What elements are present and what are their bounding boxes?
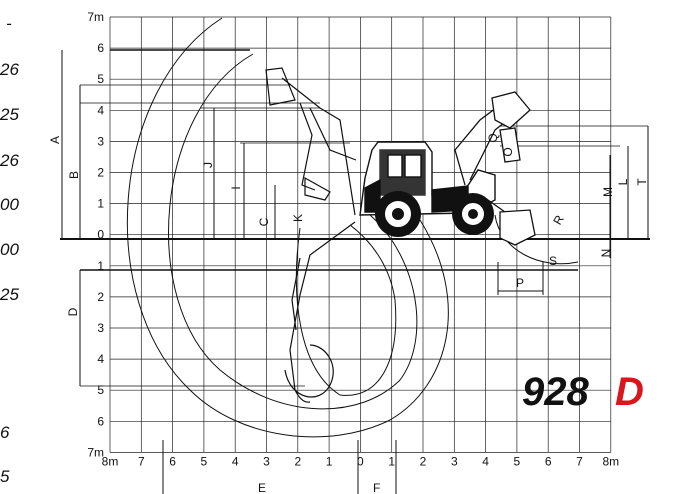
- dim-label-n: N: [599, 249, 613, 258]
- dimension-letters: A B C D E F I J K L M N O P Q R S T: [48, 133, 649, 494]
- backhoe-arm-raised: [265, 67, 357, 216]
- inner-reach-arc: [295, 224, 397, 396]
- dim-label-c: C: [257, 217, 271, 226]
- dim-label-p: P: [516, 276, 524, 290]
- dim-label-s: S: [549, 254, 557, 268]
- y-axis-tick-label: 5: [97, 72, 104, 86]
- y-axis-tick-label: 6: [97, 41, 104, 55]
- x-axis-tick-label: 3: [263, 454, 270, 468]
- dim-label-e: E: [258, 481, 266, 494]
- x-axis-tick-label: 6: [545, 454, 552, 468]
- margin-value: 26: [0, 60, 19, 79]
- y-axis-tick-label: 7m: [87, 445, 104, 459]
- margin-value: 6: [0, 423, 10, 442]
- dim-label-j: J: [201, 162, 215, 168]
- reach-arcs: [126, 17, 579, 438]
- margin-value: 00: [0, 195, 19, 214]
- logo-model-suffix: D: [615, 370, 644, 414]
- x-axis-tick-label: 3: [451, 454, 458, 468]
- dim-label-r: R: [550, 212, 567, 227]
- x-axis-tick-label: 2: [420, 454, 427, 468]
- dimension-arrows: [61, 50, 649, 494]
- margin-value: 25: [0, 105, 19, 124]
- dim-label-f: F: [373, 481, 380, 494]
- x-axis-labels: 8m 7 6 5 4 3 2 1 0 1 2 3 4 5 6 7 8m: [102, 454, 619, 468]
- front-loader-lowered: [487, 199, 536, 246]
- backhoe-arm-digging: [284, 221, 356, 403]
- left-margin-values: - 26 25 26 00 00 25 6 5: [0, 14, 19, 486]
- front-loader-raised: [454, 91, 531, 186]
- margin-value: 26: [0, 151, 19, 170]
- x-axis-tick-label: 8m: [102, 454, 119, 468]
- dim-label-l: L: [616, 178, 630, 185]
- front-wheel: [452, 193, 494, 235]
- margin-value: 5: [0, 467, 10, 486]
- y-axis-tick-label: 4: [97, 352, 104, 366]
- x-axis-tick-label: 7: [576, 454, 583, 468]
- margin-value: 25: [0, 285, 19, 304]
- y-axis-tick-label: 3: [97, 134, 104, 148]
- x-axis-tick-label: 1: [326, 454, 333, 468]
- x-axis-tick-label: 7: [138, 454, 145, 468]
- y-axis-tick-label: 2: [97, 166, 104, 180]
- x-axis-tick-label: 8m: [602, 454, 619, 468]
- y-axis-tick-label: 4: [97, 103, 104, 117]
- dim-label-o: O: [501, 147, 515, 156]
- y-axis-tick-label: 5: [97, 383, 104, 397]
- rear-wheel: [375, 191, 421, 237]
- dim-label-a: A: [48, 136, 62, 144]
- outer-reach-arc: [126, 17, 449, 438]
- dim-label-q: Q: [486, 133, 500, 142]
- dim-label-d: D: [66, 307, 80, 316]
- y-axis-tick-label: 3: [97, 321, 104, 335]
- y-axis-tick-label: 7m: [87, 10, 104, 24]
- logo-model-number: 928: [522, 370, 589, 414]
- y-axis-tick-label: 0: [97, 228, 104, 242]
- x-axis-tick-label: 5: [514, 454, 521, 468]
- x-axis-tick-label: 5: [201, 454, 208, 468]
- dim-label-b: B: [67, 171, 81, 179]
- x-axis-tick-label: 1: [388, 454, 395, 468]
- x-axis-tick-label: 4: [232, 454, 239, 468]
- y-axis-tick-label: 1: [97, 197, 104, 211]
- x-axis-tick-label: 0: [357, 454, 364, 468]
- x-axis-tick-label: 4: [482, 454, 489, 468]
- y-axis-tick-label: 1: [97, 259, 104, 273]
- x-axis-tick-label: 6: [169, 454, 176, 468]
- dim-label-i: I: [229, 186, 243, 189]
- y-axis-tick-label: 6: [97, 414, 104, 428]
- dim-label-k: K: [291, 214, 305, 222]
- middle-reach-arc: [168, 53, 418, 410]
- x-axis-tick-label: 2: [294, 454, 301, 468]
- dim-label-m: M: [601, 187, 615, 197]
- dim-label-t: T: [635, 178, 649, 186]
- margin-value: 00: [0, 240, 19, 259]
- front-loader-arc: [494, 214, 579, 265]
- y-axis-labels: 7m 6 5 4 3 2 1 0 1 2 3 4 5 6 7m: [87, 10, 104, 459]
- reference-lines: [60, 49, 650, 387]
- model-logo: 928 D: [522, 370, 644, 414]
- y-axis-tick-label: 2: [97, 290, 104, 304]
- margin-value: -: [6, 14, 12, 33]
